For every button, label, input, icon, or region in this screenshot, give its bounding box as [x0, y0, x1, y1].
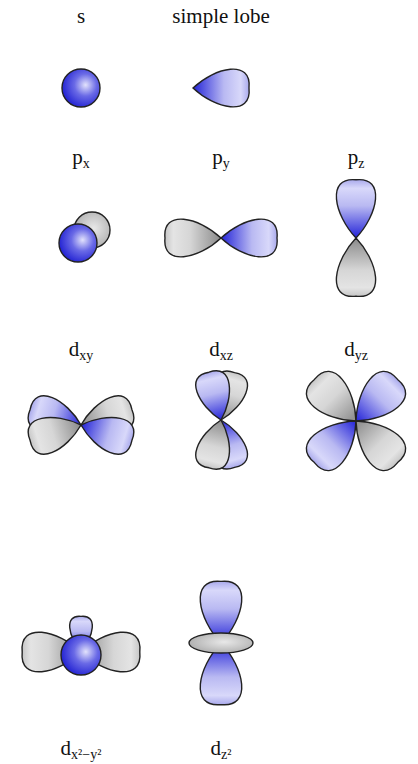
px-orbital	[59, 212, 110, 262]
orbital-label: pz	[348, 147, 365, 168]
orbital-label: s	[77, 6, 85, 27]
s-orbital	[62, 69, 100, 107]
orbital-label: dz²	[211, 738, 232, 759]
orbital-label: dxz	[209, 339, 233, 360]
dx2-y2-orbital	[22, 616, 140, 675]
dxy-orbital	[25, 392, 138, 457]
dxz-orbital	[193, 368, 251, 472]
orbital-label: simple lobe	[172, 6, 269, 27]
orbital-label: px	[72, 147, 90, 168]
pz-orbital	[336, 180, 375, 297]
orbital-label: dyz	[344, 339, 368, 360]
orbital-label: dxy	[69, 339, 94, 360]
orbital-label: py	[212, 147, 230, 168]
simple-lobe	[193, 69, 249, 107]
dz2-orbital	[189, 581, 253, 705]
orbital-label: dx²−y²	[61, 738, 102, 759]
dyz-orbital	[300, 365, 411, 476]
py-orbital	[165, 219, 277, 257]
